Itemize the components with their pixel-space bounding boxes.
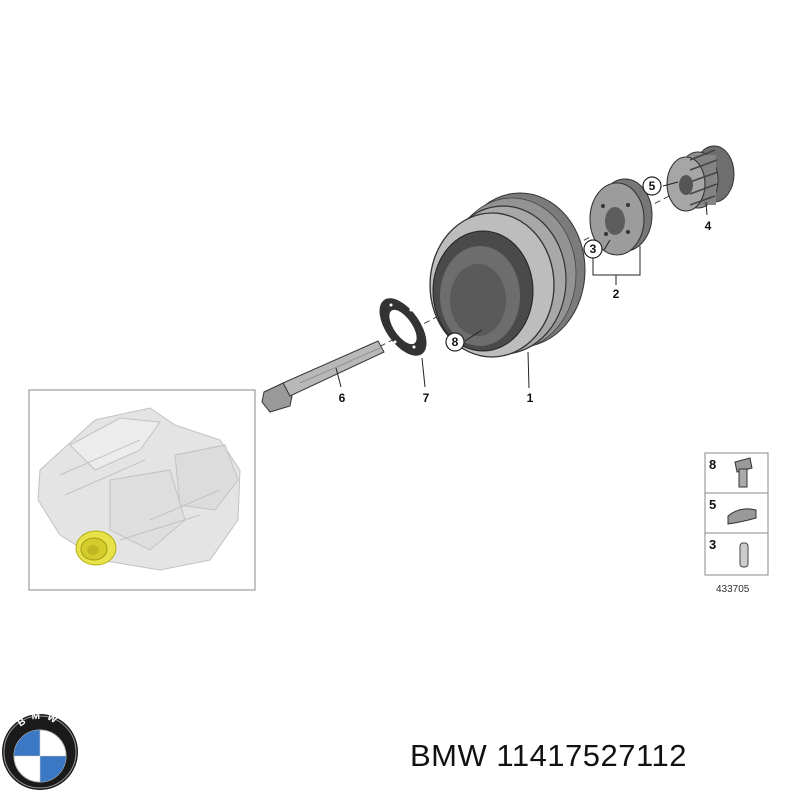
callout-1: 1 bbox=[527, 391, 534, 405]
callout-3: 3 bbox=[590, 242, 597, 256]
diagram-reference-number: 433705 bbox=[716, 584, 750, 595]
pulley-part bbox=[429, 192, 586, 358]
caption-brand: BMW bbox=[410, 738, 488, 773]
legend-num-5: 5 bbox=[709, 497, 716, 512]
small-bolt-icon bbox=[734, 457, 753, 488]
dowel-pin-icon bbox=[739, 542, 749, 568]
highlighted-pulley bbox=[75, 530, 117, 566]
caption-part-number: 11417527112 bbox=[496, 738, 687, 773]
callout-5-circle bbox=[642, 176, 662, 196]
part-caption: BMW 11417527112 bbox=[410, 738, 687, 774]
washer-plate-part bbox=[379, 298, 427, 356]
gear-part bbox=[666, 145, 735, 212]
callout-4: 4 bbox=[705, 219, 712, 233]
hub-part bbox=[589, 178, 653, 256]
bolt-part bbox=[261, 340, 385, 413]
callout-2: 2 bbox=[613, 287, 620, 301]
parts-legend: 8 5 3 bbox=[704, 452, 769, 576]
bmw-logo: BMW bbox=[2, 711, 78, 790]
callout-3-circle bbox=[583, 239, 603, 259]
callout-8-circle bbox=[445, 332, 465, 352]
leader-lines bbox=[335, 181, 708, 389]
callout-7: 7 bbox=[423, 391, 430, 405]
woodruff-key-icon bbox=[727, 508, 757, 525]
engine-illustration bbox=[37, 407, 241, 571]
legend-num-8: 8 bbox=[709, 457, 716, 472]
callout-8: 8 bbox=[452, 335, 459, 349]
callout-5: 5 bbox=[649, 179, 656, 193]
legend-num-3: 3 bbox=[709, 537, 716, 552]
engine-inset bbox=[28, 389, 256, 591]
callout-6: 6 bbox=[339, 391, 346, 405]
